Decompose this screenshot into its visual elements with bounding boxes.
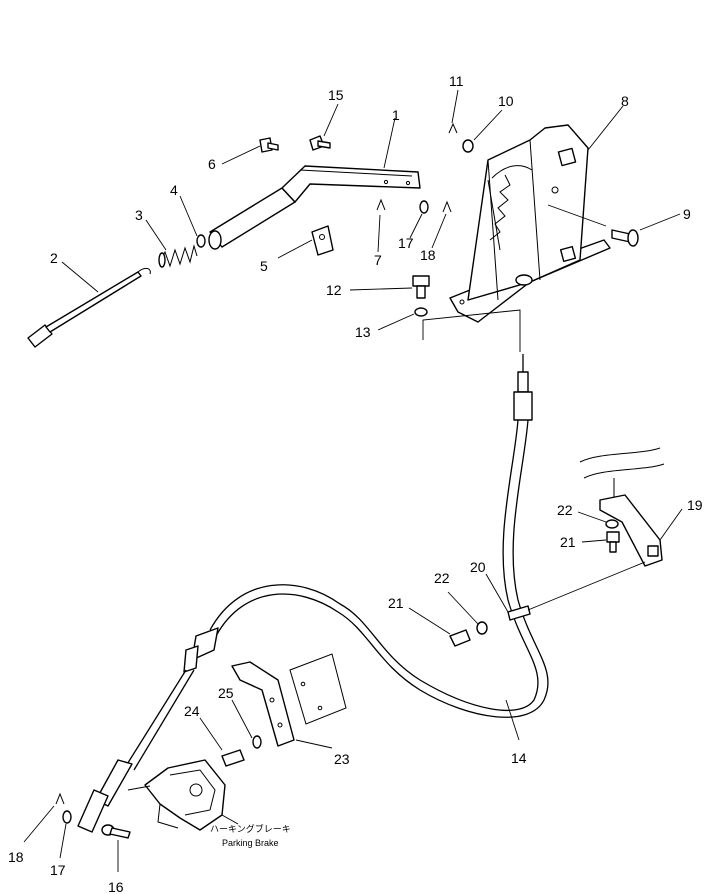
plate-part-23: [231, 653, 347, 747]
cotter-pin-part-7: [376, 198, 386, 211]
clevis-part-5: [311, 225, 334, 256]
bracket-part-8: [449, 124, 611, 323]
label-part-15: 15: [328, 87, 344, 103]
clip-part-20: [507, 561, 646, 621]
label-part-22-right: 22: [557, 502, 573, 518]
label-part-23: 23: [334, 751, 350, 767]
bolt-part-12: [412, 275, 430, 299]
label-part-17-upper: 17: [398, 235, 414, 251]
cable-part-14: [77, 354, 549, 833]
bracket-part-19: [579, 447, 665, 567]
bolt-part-21-right: [606, 531, 620, 553]
label-part-24: 24: [184, 703, 200, 719]
label-part-4: 4: [170, 182, 178, 198]
label-part-13: 13: [355, 324, 371, 340]
pin-part-9: [611, 229, 639, 247]
cotter-pin-part-18-lower: [55, 792, 65, 805]
label-part-22-center: 22: [434, 570, 450, 586]
bolt-part-24: [221, 749, 245, 767]
cotter-pin-part-18-upper: [442, 200, 452, 213]
washer-part-25: [252, 735, 262, 749]
label-part-17-lower: 17: [50, 862, 66, 878]
washer-part-4: [196, 234, 206, 248]
washer-part-13: [414, 307, 428, 317]
label-part-2: 2: [50, 250, 58, 266]
caption-japanese: ハーキングブレーキ: [210, 823, 291, 834]
label-part-25: 25: [218, 685, 234, 701]
label-part-9: 9: [683, 206, 691, 222]
label-part-21-center: 21: [388, 595, 404, 611]
washer-part-17-lower: [62, 810, 72, 824]
washer-part-22-right: [605, 519, 619, 529]
bolt-part-21-center: [449, 629, 471, 647]
cotter-pin-part-11: [448, 122, 458, 134]
label-part-18-lower: 18: [8, 849, 24, 865]
label-part-7: 7: [374, 252, 382, 268]
label-part-19: 19: [687, 497, 703, 513]
label-part-12: 12: [326, 282, 342, 298]
label-part-21-right: 21: [560, 534, 576, 550]
lever-part-1: [208, 165, 421, 250]
label-part-1: 1: [392, 107, 400, 123]
caption-english: Parking Brake: [222, 838, 279, 848]
bolt-part-15: [309, 135, 331, 151]
bolt-part-6: [259, 137, 279, 153]
washer-part-10: [462, 139, 474, 153]
label-part-3: 3: [135, 207, 143, 223]
washer-part-22-center: [476, 621, 488, 635]
washer-part-17-upper: [419, 200, 429, 214]
label-part-5: 5: [260, 258, 268, 274]
label-part-16: 16: [108, 879, 124, 894]
label-part-18-upper: 18: [420, 247, 436, 263]
parking-brake-assembly: [127, 759, 239, 831]
label-part-6: 6: [208, 156, 216, 172]
part-number-labels: 1 2 3 4 5 6 7 8 9 10 11 12 13 14 15 16 1…: [8, 73, 703, 894]
leader-lines: [23, 89, 683, 872]
label-part-10: 10: [498, 93, 514, 109]
label-part-8: 8: [621, 93, 629, 109]
parking-brake-caption: ハーキングブレーキ Parking Brake: [210, 823, 291, 848]
label-part-11: 11: [449, 73, 464, 89]
label-part-14: 14: [511, 750, 527, 766]
label-part-20: 20: [470, 559, 486, 575]
spring-part-3: [158, 244, 198, 268]
rod-part-2: [27, 267, 151, 348]
pin-part-16: [101, 824, 131, 839]
